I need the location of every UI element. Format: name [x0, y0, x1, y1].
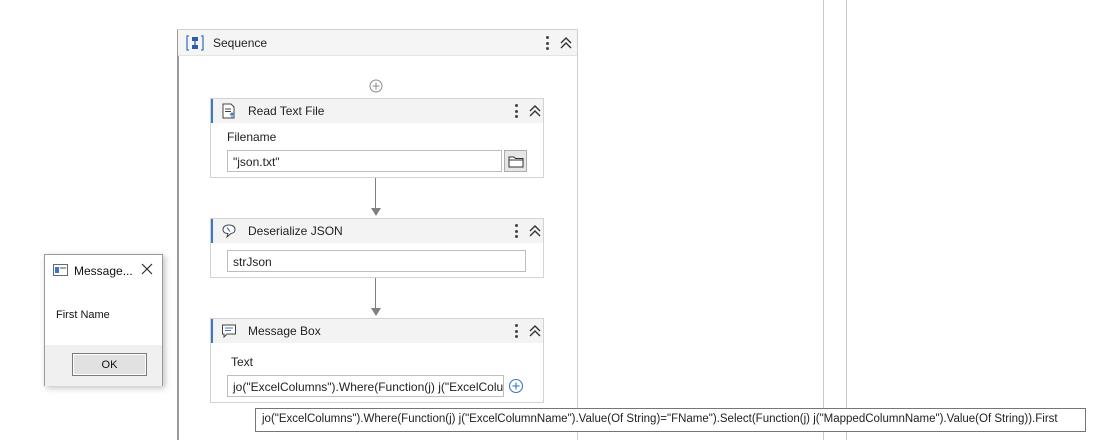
expression-tooltip: jo("ExcelColumns").Where(Function(j) j("…: [255, 408, 1086, 432]
canvas-divider-right: [846, 0, 847, 440]
more-vertical-icon[interactable]: [511, 322, 521, 340]
message-dialog[interactable]: Message... First Name OK: [44, 254, 163, 386]
message-box-icon: [222, 324, 236, 339]
activity-header[interactable]: Message Box: [211, 319, 543, 343]
text-file-icon: [222, 103, 235, 119]
plus-circle-icon: [508, 378, 524, 394]
chevron-double-up-icon[interactable]: [529, 324, 541, 338]
chevron-double-up-icon[interactable]: [529, 104, 541, 118]
filename-input[interactable]: "json.txt": [227, 150, 502, 172]
activity-title: Deserialize JSON: [248, 224, 343, 238]
close-icon[interactable]: [141, 263, 153, 275]
activity-title: Message Box: [248, 324, 321, 338]
chevron-double-up-icon[interactable]: [560, 36, 572, 50]
json-icon: [222, 224, 236, 239]
activity-read-text-file[interactable]: Read Text File Filename "json.txt": [210, 98, 544, 178]
activity-header[interactable]: Deserialize JSON: [211, 219, 543, 243]
text-input[interactable]: jo("ExcelColumns").Where(Function(j) j("…: [227, 375, 504, 397]
json-string-input[interactable]: strJson: [227, 250, 526, 272]
activity-title: Read Text File: [248, 104, 325, 118]
plus-circle-icon[interactable]: [369, 79, 383, 93]
more-vertical-icon[interactable]: [511, 102, 521, 120]
sequence-title: Sequence: [213, 36, 268, 50]
activity-header[interactable]: Read Text File: [211, 99, 543, 123]
folder-icon: [508, 156, 523, 167]
activity-deserialize-json[interactable]: Deserialize JSON strJson: [210, 218, 544, 278]
browse-button[interactable]: [504, 150, 527, 172]
dialog-title: Message...: [74, 264, 133, 278]
connector-line: [375, 278, 376, 308]
filename-label: Filename: [227, 130, 277, 144]
more-vertical-icon[interactable]: [542, 34, 552, 52]
canvas-divider-left: [823, 0, 824, 440]
ok-button[interactable]: OK: [72, 353, 147, 376]
expression-button[interactable]: [506, 376, 526, 396]
sequence-icon: [186, 35, 204, 51]
activity-message-box[interactable]: Message Box Text jo("ExcelColumns").Wher…: [210, 318, 544, 403]
app-window-icon: [53, 264, 68, 276]
text-label: Text: [231, 355, 254, 369]
more-vertical-icon[interactable]: [511, 222, 521, 240]
sequence-header[interactable]: Sequence: [178, 30, 577, 56]
dialog-message: First Name: [56, 309, 110, 321]
connector-arrow: [371, 208, 381, 216]
chevron-double-up-icon[interactable]: [529, 224, 541, 238]
connector-line: [375, 178, 376, 208]
dialog-footer: OK: [45, 345, 162, 386]
connector-arrow: [371, 308, 381, 316]
